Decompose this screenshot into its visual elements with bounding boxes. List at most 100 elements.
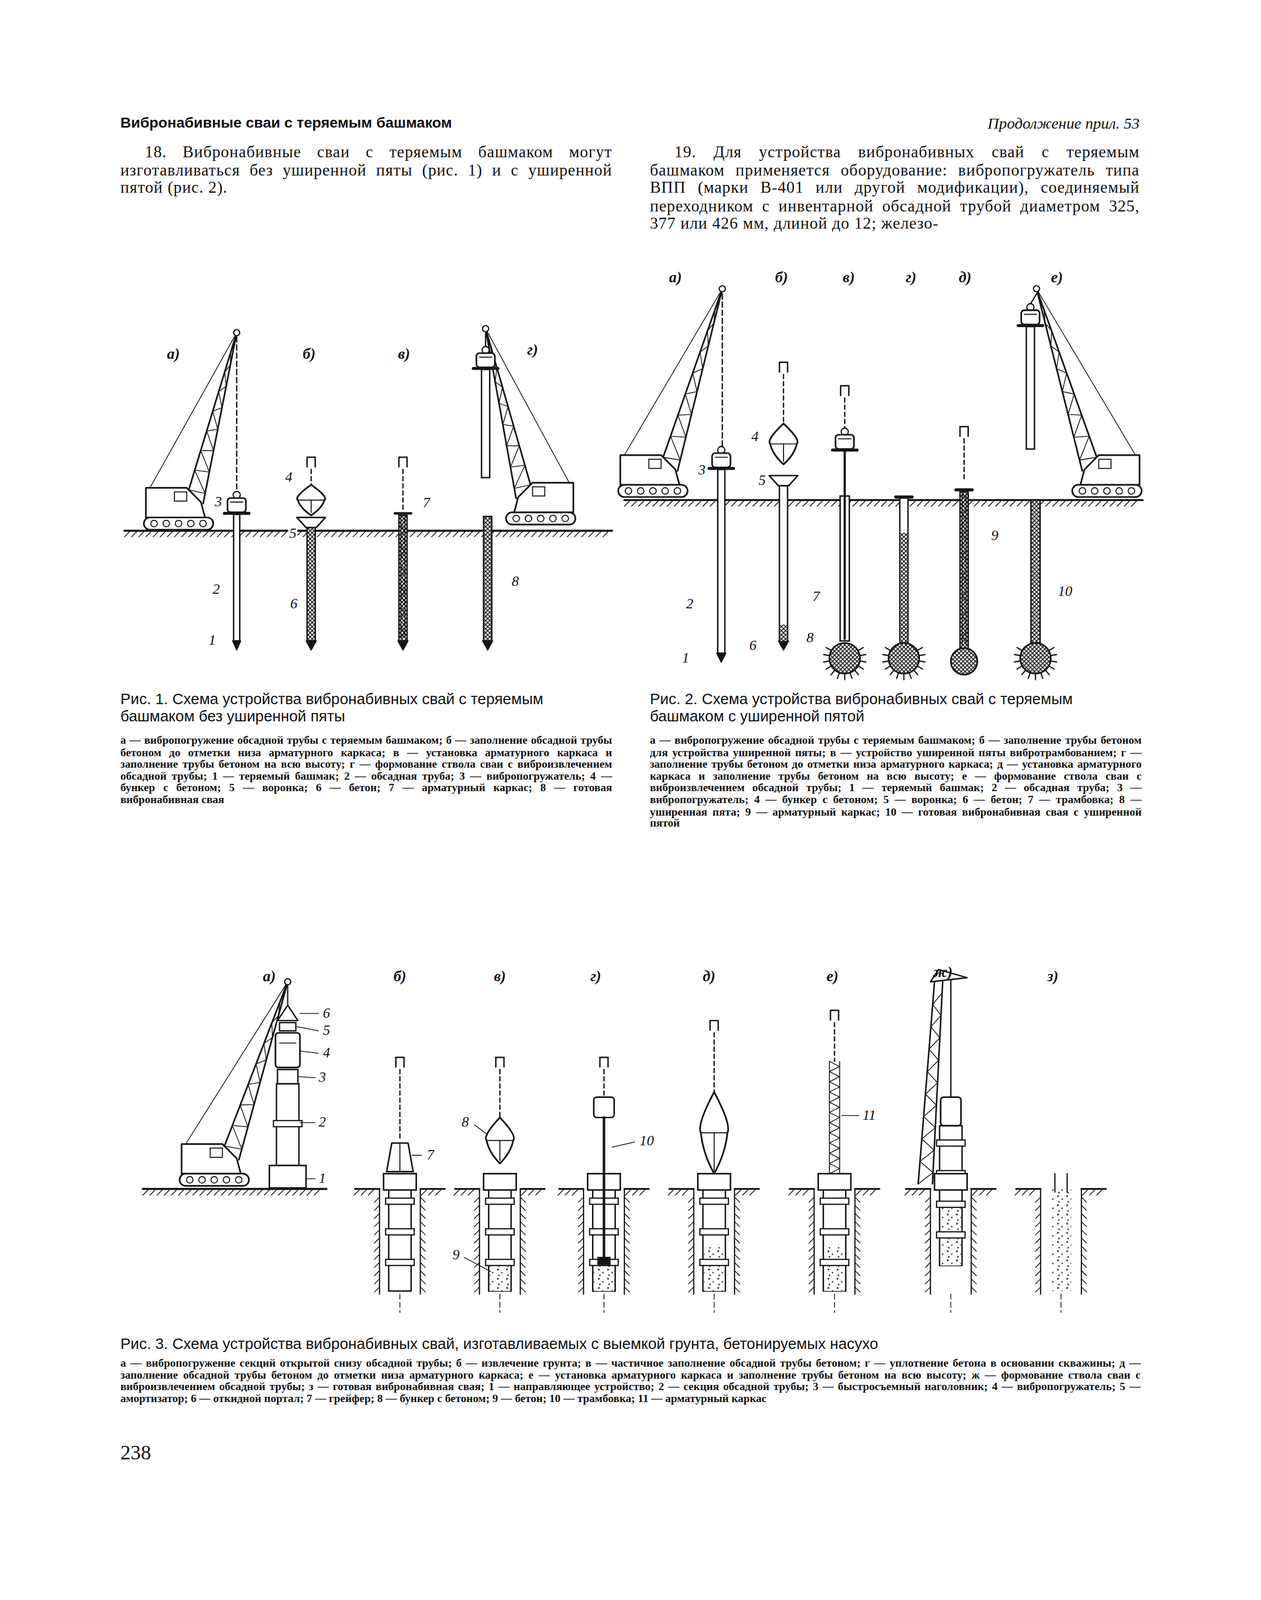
borehole-hatch <box>474 1253 480 1259</box>
borehole-hatch <box>971 1221 977 1227</box>
ground-hatch <box>199 1189 206 1195</box>
casing-pipe <box>1030 499 1041 643</box>
crane-boom-lattice <box>188 343 235 494</box>
crane-window <box>532 486 546 497</box>
borehole-hatch <box>578 1221 584 1227</box>
shock-absorber <box>279 1022 296 1031</box>
running-head: Вибронабивные сваи с теряемым башмаком <box>120 114 452 131</box>
ground-hatch <box>352 531 359 537</box>
crane-wheel <box>1115 487 1123 495</box>
crane-wheel <box>512 514 520 522</box>
ground-line <box>420 1187 445 1190</box>
ground-hatch <box>1002 500 1008 507</box>
concrete <box>824 1246 845 1291</box>
heel-spike <box>826 647 832 651</box>
heel-spike <box>917 647 923 651</box>
borehole-hatch <box>925 1278 931 1284</box>
leader-line <box>474 1124 488 1135</box>
ground-hatch <box>174 531 180 537</box>
crane-wheel <box>549 514 557 522</box>
figure-letter: в) <box>397 345 410 363</box>
borehole-hatch <box>420 1221 426 1227</box>
borehole-hatch <box>971 1229 977 1235</box>
lost-shoe <box>306 640 317 651</box>
heel-spike <box>837 672 840 678</box>
borehole-hatch <box>1035 1278 1041 1284</box>
borehole-hatch <box>1081 1278 1087 1284</box>
crane-wheel <box>198 1176 206 1183</box>
concrete <box>779 624 788 641</box>
borehole-hatch <box>1035 1204 1041 1210</box>
ground-line <box>520 1187 545 1190</box>
crane-wheel <box>150 520 158 527</box>
crane-cab <box>181 1143 242 1174</box>
ground-hatch <box>638 500 645 507</box>
ground-hatch <box>565 1189 571 1195</box>
ground-hatch <box>572 1189 578 1195</box>
heel-spike <box>859 660 866 662</box>
borehole-hatch <box>688 1245 695 1252</box>
concrete <box>900 532 908 643</box>
crane-pendant <box>1036 288 1136 456</box>
borehole-hatch <box>474 1213 480 1219</box>
borehole-hatch <box>374 1286 380 1292</box>
borehole-hatch <box>1081 1237 1087 1243</box>
ground-hatch <box>910 500 916 507</box>
callout-number: 4 <box>750 429 760 444</box>
borehole-hatch <box>809 1262 815 1268</box>
ground-hatch <box>510 531 516 537</box>
ground-hatch <box>945 500 951 507</box>
ground-hatch <box>131 531 137 537</box>
borehole-hatch <box>854 1286 861 1292</box>
borehole-hatch <box>624 1221 630 1227</box>
grab-bucket <box>386 1142 414 1172</box>
heel-spike <box>823 654 830 656</box>
ground-hatch <box>331 531 337 537</box>
ground-hatch <box>855 1189 862 1195</box>
rebar-outlet <box>1066 1173 1068 1192</box>
ground-hatch <box>924 500 930 507</box>
casing-joint <box>820 1228 849 1235</box>
ground-hatch <box>988 500 994 507</box>
callout-number: 9 <box>451 1247 461 1262</box>
heel-spike <box>1028 672 1031 678</box>
mast <box>918 981 935 1184</box>
ground-hatch <box>460 531 466 537</box>
borehole-hatch <box>925 1221 931 1227</box>
heel-spike <box>1014 654 1021 656</box>
borehole-wall <box>419 1188 421 1294</box>
funnel <box>768 475 798 486</box>
callout-number: 2 <box>685 596 695 611</box>
figure-letter: д) <box>702 967 716 986</box>
heel-spike <box>917 665 923 670</box>
axis-line <box>603 1293 605 1313</box>
borehole-hatch <box>1035 1286 1041 1292</box>
borehole-hatch <box>1081 1245 1087 1252</box>
borehole-hatch <box>734 1237 740 1243</box>
grab-detail <box>399 1142 401 1172</box>
hoist-rope <box>834 1022 836 1061</box>
callout-number: 7 <box>811 589 822 604</box>
borehole-hatch <box>1035 1221 1041 1227</box>
ground-hatch <box>974 500 980 507</box>
crane-wheel <box>1079 487 1087 495</box>
borehole-hatch <box>688 1213 695 1219</box>
hoist-rope <box>843 397 846 429</box>
callout-number: 2 <box>317 1115 327 1130</box>
callout-number: 6 <box>748 638 758 653</box>
callout-number: 7 <box>425 1147 436 1162</box>
ground-hatch <box>516 531 523 537</box>
ground-hatch <box>979 1189 985 1195</box>
ground-line <box>734 1187 760 1190</box>
ground-hatch <box>207 1189 213 1195</box>
ground-hatch <box>552 531 559 537</box>
ground-hatch <box>702 500 709 507</box>
borehole-hatch <box>578 1204 584 1210</box>
ground-hatch <box>625 1189 631 1195</box>
borehole-hatch <box>578 1286 584 1292</box>
callout-number: 1 <box>207 633 218 648</box>
borehole-hatch <box>854 1270 861 1276</box>
axis-line <box>950 1293 952 1313</box>
ground-hatch <box>802 500 809 507</box>
heel-spike <box>830 669 836 675</box>
